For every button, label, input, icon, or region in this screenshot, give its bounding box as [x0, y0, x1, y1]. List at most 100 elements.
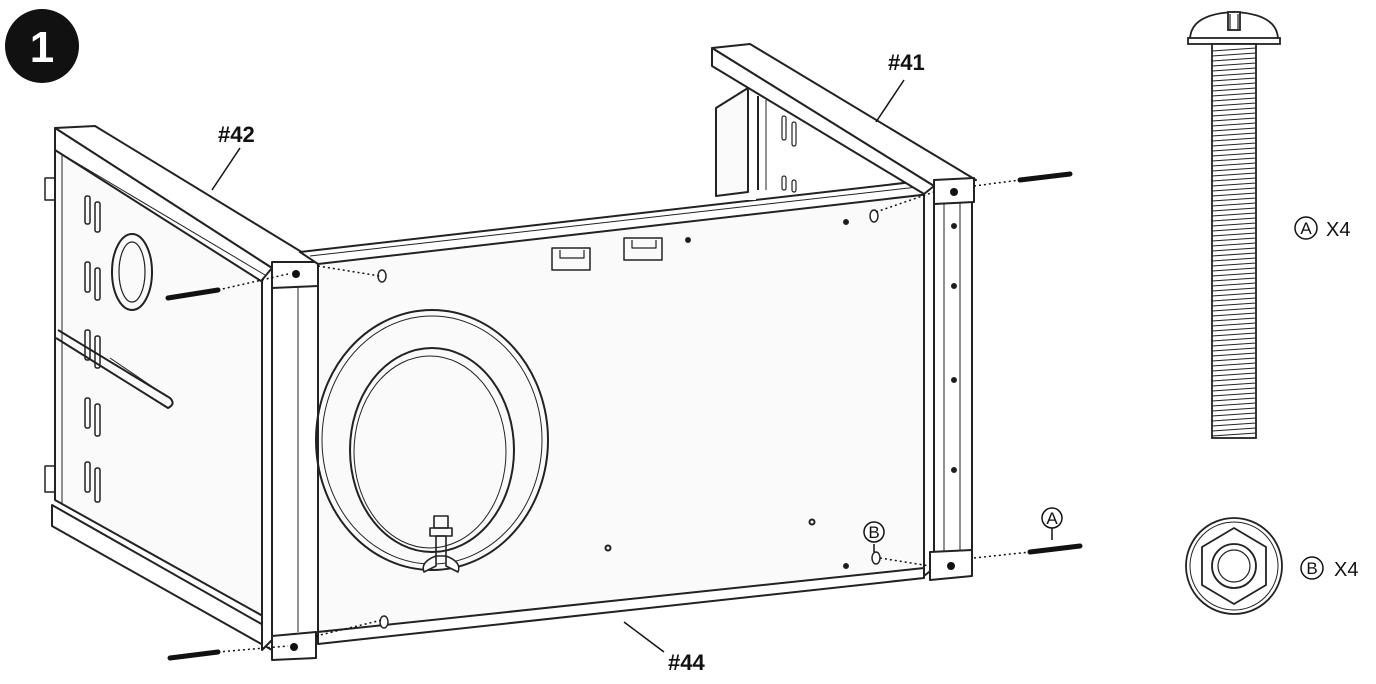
callout-b: B	[863, 521, 885, 543]
legend-b-letter: B	[1306, 559, 1317, 578]
bolt-thread	[1211, 362, 1257, 367]
bolt-thread	[1211, 267, 1257, 272]
bolt-thread	[1211, 167, 1257, 172]
bolt-thread	[1211, 402, 1257, 407]
step-number: 1	[30, 23, 54, 72]
bolt-thread	[1211, 122, 1257, 127]
bolt-thread	[1211, 427, 1257, 432]
bolt-thread	[1211, 297, 1257, 302]
bolt-thread	[1211, 187, 1257, 192]
back-panel	[299, 179, 931, 645]
bolt-thread	[1211, 357, 1257, 362]
top-rail-41	[711, 43, 977, 201]
bolt-thread	[1211, 177, 1257, 182]
bolt-thread	[1211, 52, 1257, 57]
bolt-thread	[1211, 212, 1257, 217]
bolt-thread	[1211, 72, 1257, 77]
bolt-thread	[1211, 322, 1257, 327]
bolt-thread	[1211, 152, 1257, 157]
bolt-right-bottom	[879, 543, 1083, 567]
bolt-thread	[1211, 412, 1257, 417]
bolt-thread	[1211, 237, 1257, 242]
bolt-thread	[1211, 147, 1257, 152]
bolt-thread	[1211, 202, 1257, 207]
bolt-thread	[1211, 222, 1257, 227]
corner-block-front-top	[271, 261, 319, 289]
bolt-thread	[1211, 282, 1257, 287]
bolt-thread	[1211, 377, 1257, 382]
bolt-thread	[1211, 117, 1257, 122]
side-opening	[111, 233, 153, 311]
vent-slots	[84, 195, 101, 503]
bolt-thread	[1211, 352, 1257, 357]
bolt-thread	[1211, 287, 1257, 292]
bolt-thread	[1211, 57, 1257, 62]
bolt-thread	[1211, 327, 1257, 332]
bolt-thread	[1211, 342, 1257, 347]
bolt-thread	[1211, 292, 1257, 297]
bolt-thread	[1211, 417, 1257, 422]
bolt-thread	[1211, 62, 1257, 67]
bolt-thread	[1211, 407, 1257, 412]
bolt-thread	[1211, 232, 1257, 237]
corner-block-right-bottom	[929, 549, 973, 581]
bolt-thread	[1211, 272, 1257, 277]
bolt-thread	[1211, 397, 1257, 402]
bolt-thread	[1211, 392, 1257, 397]
bolt-thread	[1211, 347, 1257, 352]
bolt-thread	[1211, 207, 1257, 212]
part-label-44: #44	[668, 650, 705, 675]
bolt-thread	[1211, 172, 1257, 177]
bolt-right-top	[875, 171, 1073, 213]
hardware-legend: A X4 B X4	[1185, 11, 1358, 615]
bolt-thread	[1211, 387, 1257, 392]
leader-lines	[211, 79, 1053, 653]
bolt-thread	[1211, 242, 1257, 247]
part-label-41: #41	[888, 50, 925, 75]
legend-a-letter: A	[1300, 219, 1312, 238]
bolt-thread	[1211, 217, 1257, 222]
bolt-left-bottom	[167, 619, 383, 661]
bolt-thread	[1211, 132, 1257, 137]
bolt-thread	[1211, 97, 1257, 102]
bolt-thread	[1211, 192, 1257, 197]
bottom-rail-44	[317, 567, 925, 645]
bolt-thread	[1211, 257, 1257, 262]
bolt-thread	[1211, 252, 1257, 257]
bolt-thread	[1211, 332, 1257, 337]
corner-block-right-top	[933, 177, 975, 205]
front-left-upright	[261, 261, 319, 651]
bolt-thread	[1211, 182, 1257, 187]
front-right-upright	[923, 179, 973, 577]
bolts	[165, 171, 1083, 661]
bolt-thread	[1211, 92, 1257, 97]
bolt-thread	[1211, 302, 1257, 307]
bolt-thread	[1211, 372, 1257, 377]
bolt-thread	[1211, 77, 1257, 82]
nuts-installed	[377, 209, 881, 629]
bolt-thread	[1211, 197, 1257, 202]
nut-quantity: X4	[1334, 559, 1358, 581]
bolt-thread	[1211, 102, 1257, 107]
bolt-thread	[1211, 112, 1257, 117]
bolt-thread	[1211, 87, 1257, 92]
bolt-thread	[1211, 227, 1257, 232]
bolt-thread	[1211, 307, 1257, 312]
back-right-upright	[712, 60, 797, 200]
bolt-thread	[1211, 47, 1257, 52]
bolt-left-top	[165, 265, 381, 301]
bolt-thread	[1211, 127, 1257, 132]
bolt-thread	[1211, 137, 1257, 142]
bolt-thread	[1211, 107, 1257, 112]
bolt-thread	[1211, 367, 1257, 372]
bolt-thread	[1211, 262, 1257, 267]
part-label-42: #42	[218, 122, 255, 147]
corner-block-front-bottom	[271, 631, 317, 661]
legend-callout-a: A X4	[1294, 216, 1350, 241]
bolt-thread	[1211, 157, 1257, 162]
bolt-thread	[1211, 82, 1257, 87]
bolt-thread	[1211, 317, 1257, 322]
bolt-thread	[1211, 382, 1257, 387]
hex-nut-icon	[1185, 517, 1283, 615]
